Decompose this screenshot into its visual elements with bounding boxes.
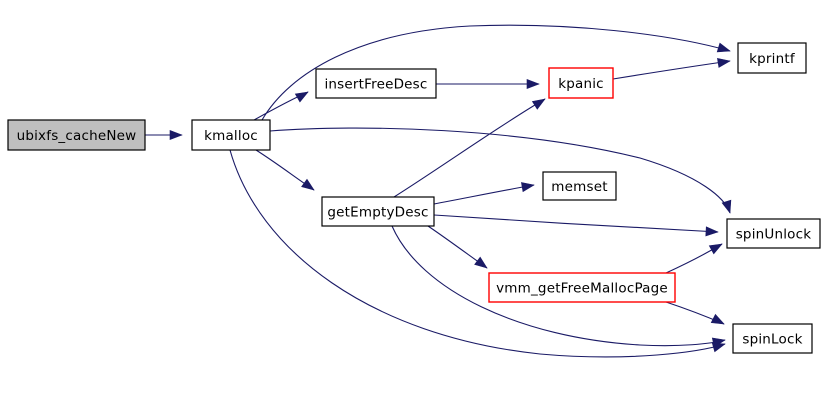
edge-getEmptyDesc-to-kpanic — [393, 98, 546, 198]
arrowhead — [711, 342, 726, 353]
edge-getEmptyDesc-to-spinLock — [391, 225, 726, 347]
arrowhead — [708, 243, 723, 255]
node-box-getEmptyDesc[interactable] — [321, 196, 435, 227]
node-label-spinUnlock: spinUnlock — [736, 227, 812, 243]
node-getEmptyDesc[interactable]: getEmptyDesc — [321, 196, 435, 227]
arrowhead — [710, 313, 725, 325]
node-kmalloc[interactable]: kmalloc — [191, 119, 271, 151]
node-spinLock[interactable]: spinLock — [732, 323, 813, 354]
node-vmm_getFreeMallocPage[interactable]: vmm_getFreeMallocPage — [488, 272, 676, 303]
edge-kpanic-to-kprintf — [612, 60, 731, 80]
node-spinUnlock[interactable]: spinUnlock — [726, 218, 821, 249]
arrowheads-layer — [169, 42, 732, 353]
edge-kmalloc-to-kprintf — [261, 24, 731, 121]
nodes-layer: ubixfs_cacheNew kmalloc insertFreeDesc kpan… — [7, 42, 821, 354]
node-box-vmm_getFreeMallocPage[interactable] — [488, 272, 676, 303]
arrowhead — [521, 182, 535, 193]
node-kprintf[interactable]: kprintf — [737, 42, 807, 74]
node-insertFreeDesc[interactable]: insertFreeDesc — [315, 68, 437, 99]
node-ubixfs_cacheNew[interactable]: ubixfs_cacheNew — [7, 119, 146, 151]
node-box-spinLock[interactable] — [732, 323, 813, 354]
node-box-kmalloc[interactable] — [191, 119, 271, 151]
node-memset[interactable]: memset — [542, 171, 617, 201]
edge-getEmptyDesc-to-spinUnlock — [433, 214, 719, 233]
edges-layer — [145, 24, 731, 358]
arrowhead — [294, 91, 309, 103]
edge-kmalloc-to-spinLock — [229, 149, 726, 358]
arrowhead — [301, 178, 315, 191]
arrowhead — [721, 199, 732, 214]
node-label-kmalloc: kmalloc — [204, 128, 258, 144]
node-label-vmm_getFreeMallocPage: vmm_getFreeMallocPage — [496, 281, 668, 297]
node-label-kprintf: kprintf — [749, 51, 796, 67]
node-kpanic[interactable]: kpanic — [548, 67, 614, 99]
arrowhead — [716, 42, 731, 53]
node-label-kpanic: kpanic — [558, 76, 604, 92]
node-box-insertFreeDesc[interactable] — [315, 68, 437, 99]
arrowhead — [474, 256, 488, 269]
arrowhead — [705, 226, 719, 237]
node-label-getEmptyDesc: getEmptyDesc — [327, 205, 428, 221]
edge-kmalloc-to-spinUnlock — [269, 127, 731, 214]
node-box-ubixfs_cacheNew[interactable] — [7, 119, 146, 151]
node-label-memset: memset — [551, 179, 607, 195]
node-box-spinUnlock[interactable] — [726, 218, 821, 249]
node-label-ubixfs_cacheNew: ubixfs_cacheNew — [17, 128, 137, 144]
arrowhead — [531, 98, 546, 110]
node-box-memset[interactable] — [542, 171, 617, 201]
arrowhead — [526, 78, 540, 90]
node-box-kpanic[interactable] — [548, 67, 614, 99]
arrowhead — [717, 57, 731, 68]
node-label-spinLock: spinLock — [742, 332, 802, 348]
node-label-insertFreeDesc: insertFreeDesc — [324, 77, 427, 93]
arrowhead — [169, 129, 183, 141]
edge-getEmptyDesc-to-memset — [433, 184, 535, 205]
node-box-kprintf[interactable] — [737, 42, 807, 74]
